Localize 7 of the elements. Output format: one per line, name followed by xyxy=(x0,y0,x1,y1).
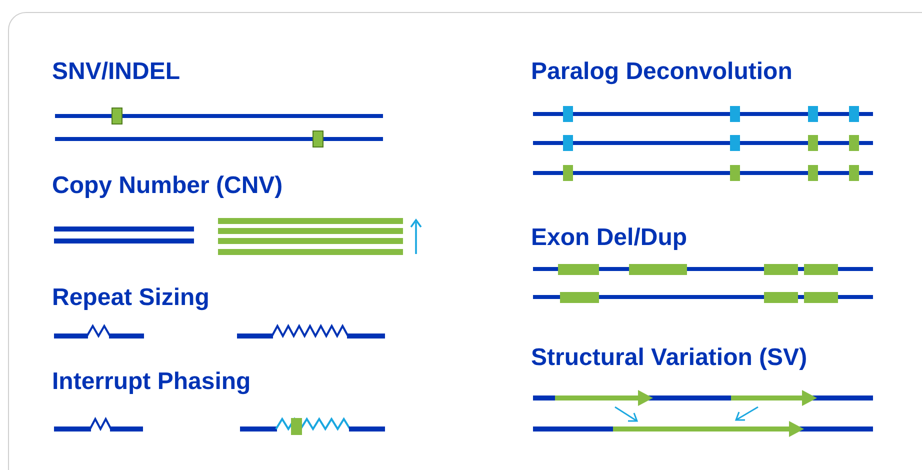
section-heading: Repeat Sizing xyxy=(52,284,210,312)
section-heading: Exon Del/Dup xyxy=(531,224,688,252)
section-heading: Paralog Deconvolution xyxy=(531,58,792,86)
section-heading: SNV/INDEL xyxy=(52,58,180,86)
section-heading: Structural Variation (SV) xyxy=(531,344,808,372)
section-heading: Interrupt Phasing xyxy=(52,368,251,396)
section-heading: Copy Number (CNV) xyxy=(52,172,283,200)
